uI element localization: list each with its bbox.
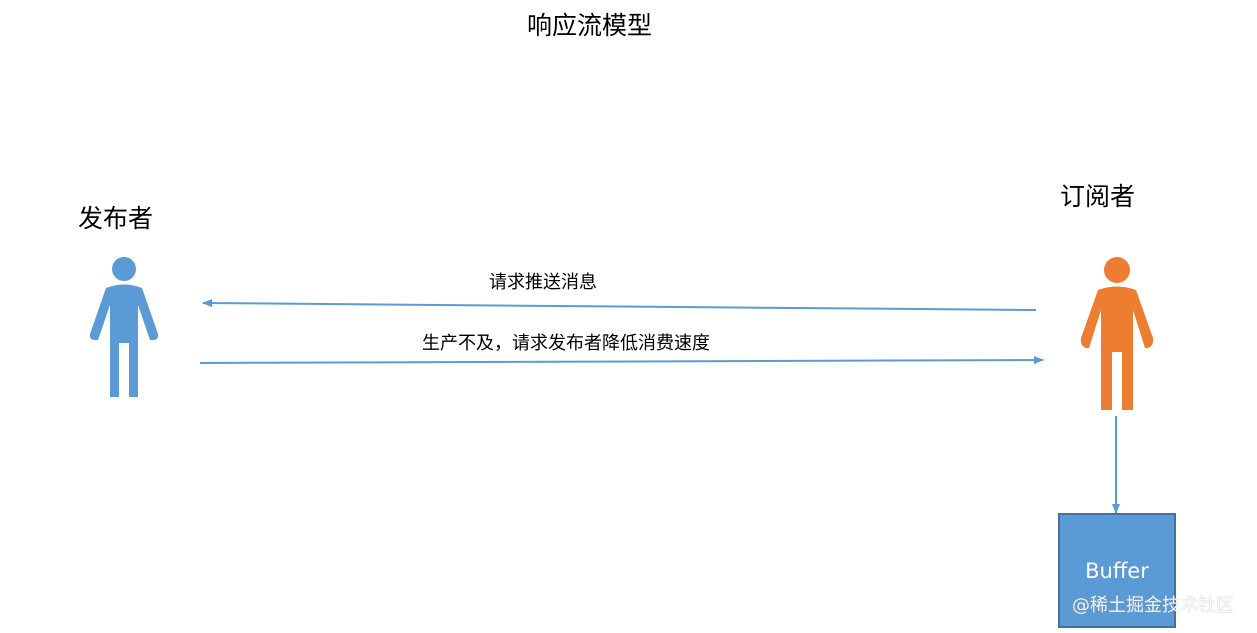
publisher-person-icon <box>89 257 159 397</box>
subscriber-person-icon <box>1080 257 1154 410</box>
request-push-arrow <box>202 299 1037 311</box>
slow-down-arrow <box>199 356 1044 365</box>
publisher-label: 发布者 <box>78 204 154 233</box>
diagram-title: 响应流模型 <box>527 11 653 40</box>
subscriber-label: 订阅者 <box>1060 182 1136 211</box>
slow-down-label: 生产不及，请求发布者降低消费速度 <box>422 333 710 354</box>
request-push-label: 请求推送消息 <box>489 272 597 293</box>
buffer-box <box>1058 513 1176 628</box>
buffer-label: Buffer <box>1085 559 1149 583</box>
watermark: @稀土掘金技术社区 <box>1072 595 1234 616</box>
